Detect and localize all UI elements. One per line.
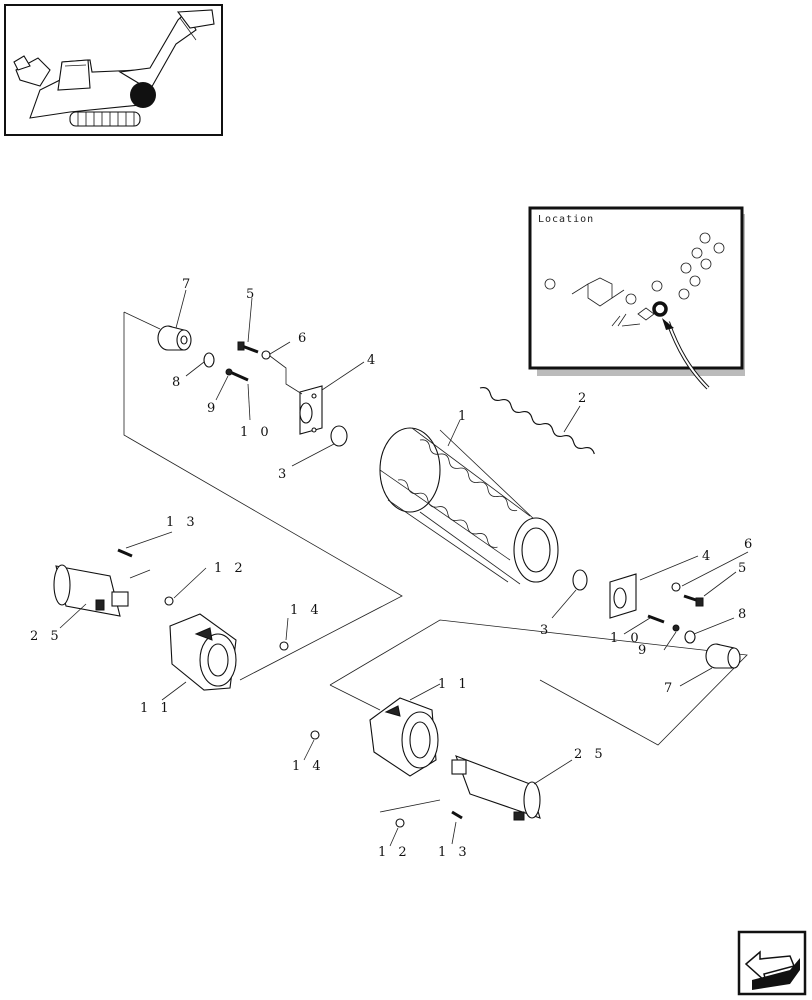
nut-6-top bbox=[261, 350, 271, 360]
callout-7-right: 7 bbox=[664, 681, 676, 696]
ring-3-top bbox=[330, 425, 348, 447]
flange-4-top bbox=[299, 385, 323, 435]
callout-4-right: 4 bbox=[702, 549, 714, 564]
callout-11: 1 1 bbox=[140, 701, 173, 716]
drum-1 bbox=[379, 427, 559, 585]
washer-8-top bbox=[203, 352, 215, 368]
callout-8: 8 bbox=[172, 375, 184, 390]
callout-14-lower: 1 4 bbox=[292, 759, 325, 774]
callout-14: 1 4 bbox=[290, 603, 323, 618]
machine-thumbnail-icon[interactable] bbox=[4, 4, 223, 136]
nut-14-lower bbox=[310, 730, 320, 740]
bolt-9-10-top bbox=[225, 368, 249, 382]
motor-25-lower bbox=[451, 755, 541, 821]
nut-12-lower bbox=[395, 818, 405, 828]
callout-25: 2 5 bbox=[30, 629, 63, 644]
location-title: Location bbox=[538, 214, 594, 225]
nut-14-left bbox=[279, 641, 289, 651]
callout-13-lower: 1 3 bbox=[438, 845, 471, 860]
pulley-7-top bbox=[157, 325, 192, 351]
bolt-9-10-right bbox=[647, 614, 680, 632]
location-inset: Location bbox=[528, 206, 745, 390]
callout-4: 4 bbox=[367, 353, 379, 368]
callout-8-right: 8 bbox=[738, 607, 750, 622]
next-page-arrow-icon[interactable] bbox=[737, 930, 807, 996]
pulley-7-right bbox=[705, 643, 741, 669]
bolt-13-lower bbox=[451, 810, 463, 820]
callout-10: 1 0 bbox=[240, 425, 273, 440]
callout-13: 1 3 bbox=[166, 515, 199, 530]
ring-3-right bbox=[572, 569, 588, 591]
callout-5-right: 5 bbox=[738, 561, 750, 576]
bar-2 bbox=[479, 387, 595, 455]
leader-lines bbox=[59, 289, 749, 847]
callout-10-right: 1 0 bbox=[610, 631, 643, 646]
callout-2: 2 bbox=[578, 391, 590, 406]
callout-3: 3 bbox=[278, 467, 290, 482]
callout-6: 6 bbox=[298, 331, 310, 346]
bolt-5-top bbox=[237, 341, 259, 354]
bolt-13-left bbox=[117, 548, 133, 558]
callout-1: 1 bbox=[458, 409, 470, 424]
motor-25-left bbox=[53, 564, 129, 617]
washer-8-right bbox=[684, 630, 696, 644]
callout-5: 5 bbox=[246, 287, 258, 302]
nut-6-right bbox=[671, 582, 681, 592]
callout-11-lower: 1 1 bbox=[438, 677, 471, 692]
callout-9: 9 bbox=[207, 401, 219, 416]
callout-25-lower: 2 5 bbox=[574, 747, 607, 762]
flange-4-right bbox=[609, 573, 637, 619]
assembly-outline bbox=[123, 311, 748, 746]
callout-3-right: 3 bbox=[540, 623, 552, 638]
callout-6-right: 6 bbox=[744, 537, 756, 552]
callout-12-lower: 1 2 bbox=[378, 845, 411, 860]
housing-11-left bbox=[169, 613, 237, 691]
nut-12-left bbox=[164, 596, 174, 606]
callouts: 7 5 6 4 8 9 1 0 3 2 1 1 3 1 2 2 5 1 4 1 … bbox=[30, 277, 756, 860]
housing-11-lower bbox=[369, 697, 439, 777]
callout-12: 1 2 bbox=[214, 561, 247, 576]
callout-9-right: 9 bbox=[638, 643, 650, 658]
bolt-5-right bbox=[683, 594, 704, 607]
callout-7: 7 bbox=[182, 277, 194, 292]
